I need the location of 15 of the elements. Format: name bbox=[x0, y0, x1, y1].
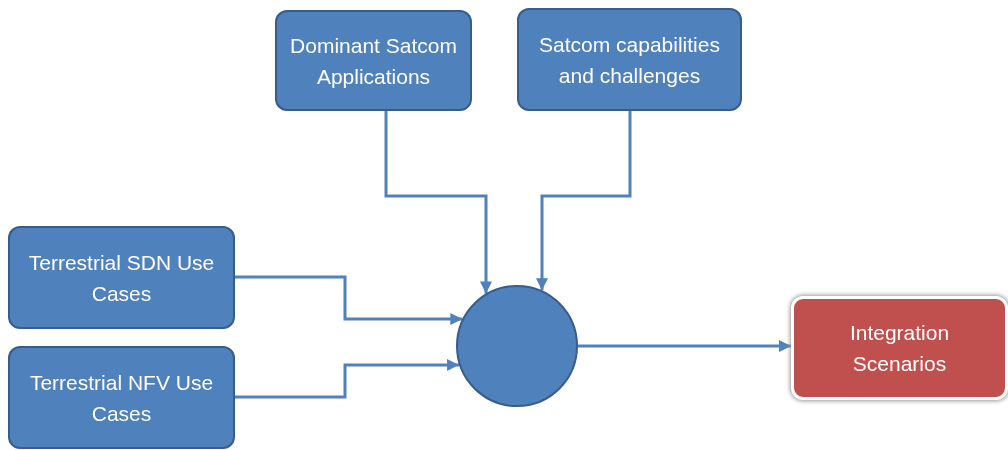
process-box bbox=[517, 8, 742, 111]
node-label: Terrestrial NFV Use Cases bbox=[28, 369, 215, 427]
process-box bbox=[8, 346, 235, 449]
arrow bbox=[536, 111, 632, 291]
process-box bbox=[275, 10, 472, 111]
arrow bbox=[235, 359, 460, 399]
node-label: Integration Scenarios bbox=[848, 320, 951, 377]
node-label: Dominant Satcom Applications bbox=[289, 32, 458, 90]
arrow bbox=[384, 111, 492, 294]
process-box bbox=[791, 296, 1008, 400]
arrow bbox=[578, 340, 791, 352]
node-label: Terrestrial SDN Use Cases bbox=[27, 249, 216, 307]
node-label: Satcom capabilities and challenges bbox=[538, 31, 721, 89]
arrow bbox=[235, 275, 463, 325]
process-box bbox=[8, 226, 235, 329]
